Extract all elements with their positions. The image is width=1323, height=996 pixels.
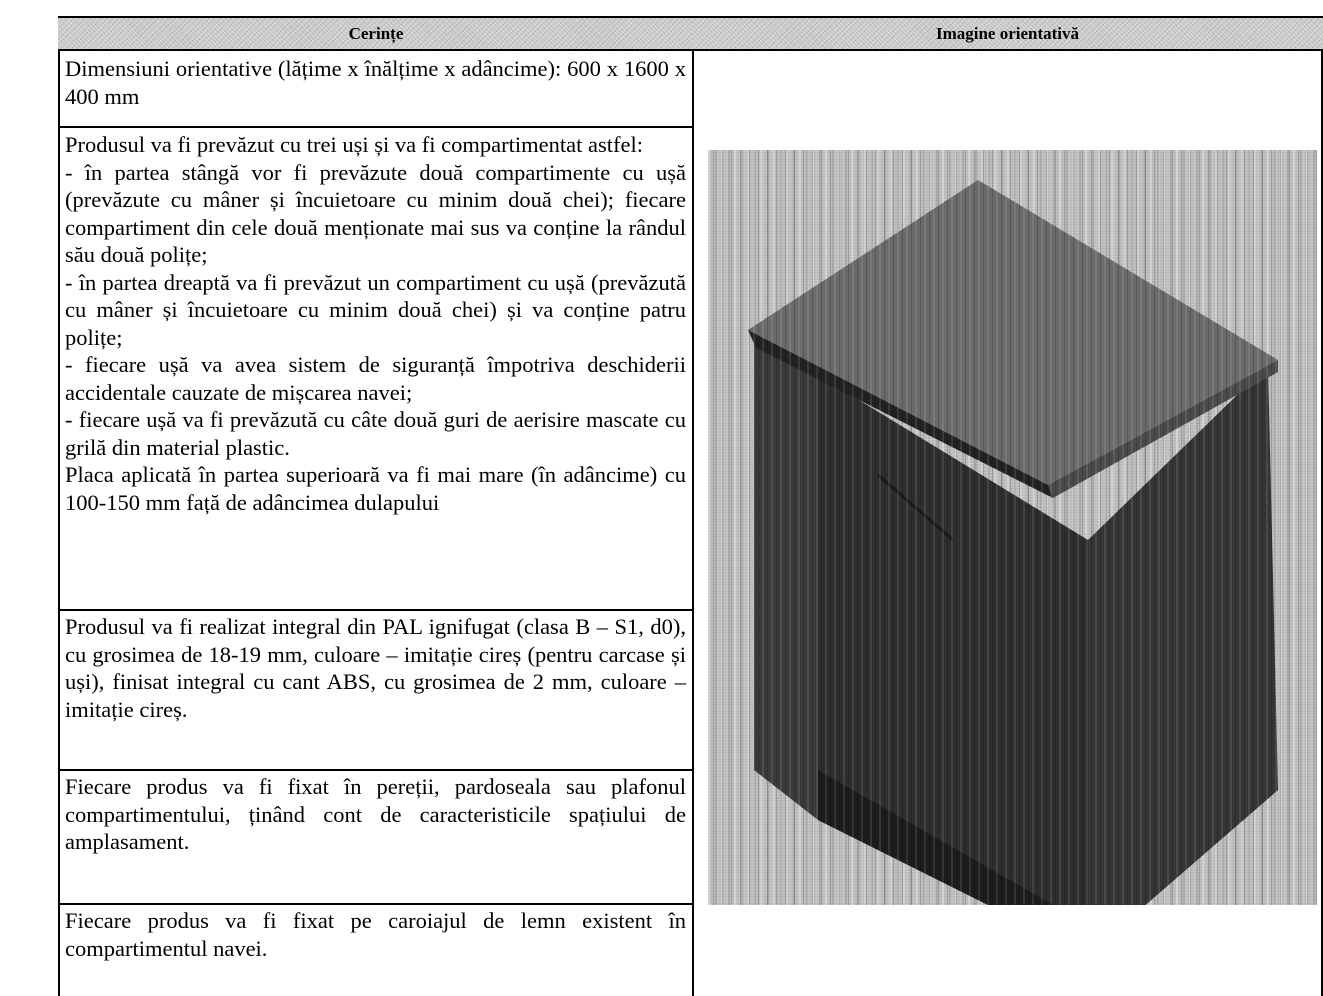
requirement-text: - în partea stângă vor fi prevăzute două…	[65, 159, 686, 268]
row-divider	[58, 609, 694, 611]
image-column	[692, 16, 1323, 996]
wood-grain	[708, 150, 1317, 905]
requirement-compartments: Produsul va fi prevăzut cu trei uși și v…	[60, 131, 692, 516]
header-requirements: Cerințe	[58, 16, 694, 51]
requirement-text: Placa aplicată în partea superioară va f…	[65, 462, 686, 515]
requirement-text: Fiecare produs va fi fixat în pereții, p…	[65, 774, 686, 854]
requirement-grid-fixing: Fiecare produs va fi fixat pe caroiajul …	[60, 907, 692, 962]
requirement-fixing: Fiecare produs va fi fixat în pereții, p…	[60, 773, 692, 856]
row-divider	[58, 126, 694, 128]
requirement-text: Dimensiuni orientative (lățime x înălțim…	[65, 56, 686, 109]
requirement-text: - fiecare ușă va avea sistem de siguranț…	[65, 352, 686, 405]
row-divider	[58, 769, 694, 771]
requirement-text: Produsul va fi prevăzut cu trei uși și v…	[65, 132, 643, 157]
header-image: Imagine orientativă	[692, 16, 1323, 51]
requirement-text: Produsul va fi realizat integral din PAL…	[65, 614, 686, 722]
requirement-dimensions: Dimensiuni orientative (lățime x înălțim…	[60, 55, 692, 110]
requirement-text: - în partea dreaptă va fi prevăzut un co…	[65, 269, 686, 350]
requirements-column	[58, 16, 694, 996]
requirement-material: Produsul va fi realizat integral din PAL…	[60, 613, 692, 723]
requirement-text: Fiecare produs va fi fixat pe caroiajul …	[65, 908, 686, 961]
row-divider	[58, 903, 694, 905]
cabinet-illustration	[708, 150, 1317, 905]
requirement-text: - fiecare ușă va fi prevăzută cu câte do…	[65, 407, 686, 460]
cabinet-image	[708, 150, 1317, 905]
